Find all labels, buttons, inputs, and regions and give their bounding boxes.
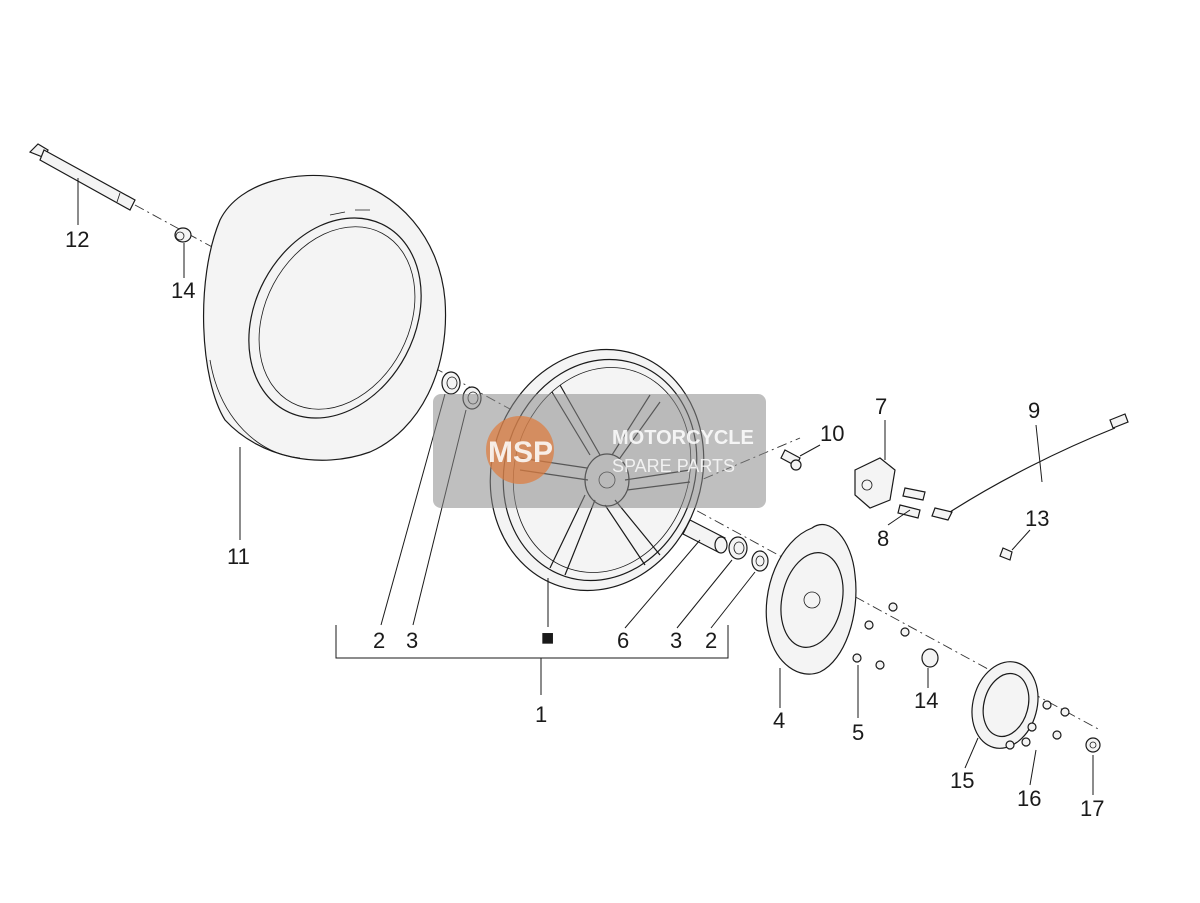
callout-10: 10 [820, 421, 844, 446]
spacer-part-14-right [921, 648, 939, 668]
screw-part-13 [999, 547, 1013, 561]
callout-13: 13 [1025, 506, 1049, 531]
abs-tone-ring-part-15 [971, 661, 1039, 749]
ring-bolts-part-16 [1005, 700, 1070, 750]
abs-sensor-part-9 [931, 413, 1129, 521]
callout-14-left: 14 [171, 278, 195, 303]
brake-disc-part-4 [765, 523, 857, 675]
spacer-tube-part-6 [682, 519, 728, 554]
kit-marker: ■ [541, 625, 554, 650]
sensor-bracket-part-7 [854, 457, 896, 509]
callout-16: 16 [1017, 786, 1041, 811]
callout-3-right: 3 [670, 628, 682, 653]
callout-9: 9 [1028, 398, 1040, 423]
watermark-line2: SPARE PARTS [612, 456, 735, 476]
watermark-line1: MOTORCYCLE [612, 427, 754, 449]
callout-15: 15 [950, 768, 974, 793]
callout-8: 8 [877, 526, 889, 551]
callout-labels: 12 14 11 2 3 6 3 2 1 4 5 14 15 16 17 13 … [65, 227, 1104, 821]
valve-part-10 [780, 449, 802, 471]
watermark-logo-text: MSP [488, 436, 553, 469]
watermark: MSP MOTORCYCLE SPARE PARTS [433, 394, 766, 508]
callout-14-right: 14 [914, 688, 938, 713]
callout-17: 17 [1080, 796, 1104, 821]
callout-12: 12 [65, 227, 89, 252]
callout-2-left: 2 [373, 628, 385, 653]
callout-4: 4 [773, 708, 785, 733]
callout-1: 1 [535, 702, 547, 727]
axle-nut-part-17 [1085, 737, 1101, 753]
bearing-seal-right [728, 536, 769, 572]
callout-11: 11 [227, 544, 250, 569]
kit-bracket [335, 625, 729, 659]
callout-7: 7 [875, 394, 887, 419]
spacer-part-14-left [174, 227, 192, 243]
tyre-part-11 [202, 174, 447, 461]
callout-3-left: 3 [406, 628, 418, 653]
callout-6: 6 [617, 628, 629, 653]
axle-bolt-part-12 [28, 143, 136, 211]
bushings-part-8 [897, 487, 926, 519]
callout-2-right: 2 [705, 628, 717, 653]
disc-bolts-part-5 [852, 602, 910, 670]
callout-5: 5 [852, 720, 864, 745]
